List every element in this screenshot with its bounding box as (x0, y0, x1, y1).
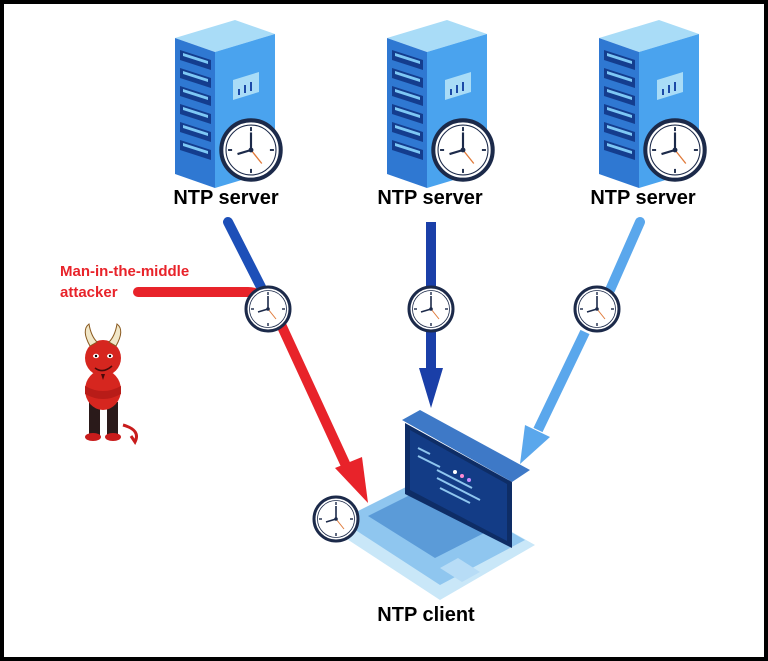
client-label: NTP client (377, 604, 475, 626)
devil-icon (84, 323, 138, 445)
server-label: NTP server (173, 187, 278, 209)
ntp-server-2: NTP server (377, 19, 492, 209)
server-3-clock-icon (573, 285, 621, 333)
laptop-icon (330, 410, 535, 600)
clock-icon (221, 120, 280, 179)
ntp-server-1: NTP server (173, 19, 280, 209)
attacker-label-line1: Man-in-the-middle (60, 263, 189, 280)
clock-icon (645, 120, 704, 179)
server-3-arrowhead (520, 425, 550, 464)
server-2-clock-icon (407, 285, 455, 333)
server-label: NTP server (377, 187, 482, 209)
server-3-link-bottom (533, 329, 590, 433)
attacker-label-line2: attacker (60, 284, 118, 301)
intercepted-clock-icon (244, 285, 292, 333)
server-label: NTP server (590, 187, 695, 209)
intercepted-arrowhead (335, 457, 368, 503)
server-3-link-top (605, 217, 645, 295)
ntp-server-3: NTP server (590, 19, 704, 209)
intercepted-link (273, 315, 353, 473)
clock-icon (433, 120, 492, 179)
client-clock-icon (312, 495, 360, 543)
server-2-arrowhead (419, 368, 443, 408)
server-1-link (223, 217, 266, 292)
